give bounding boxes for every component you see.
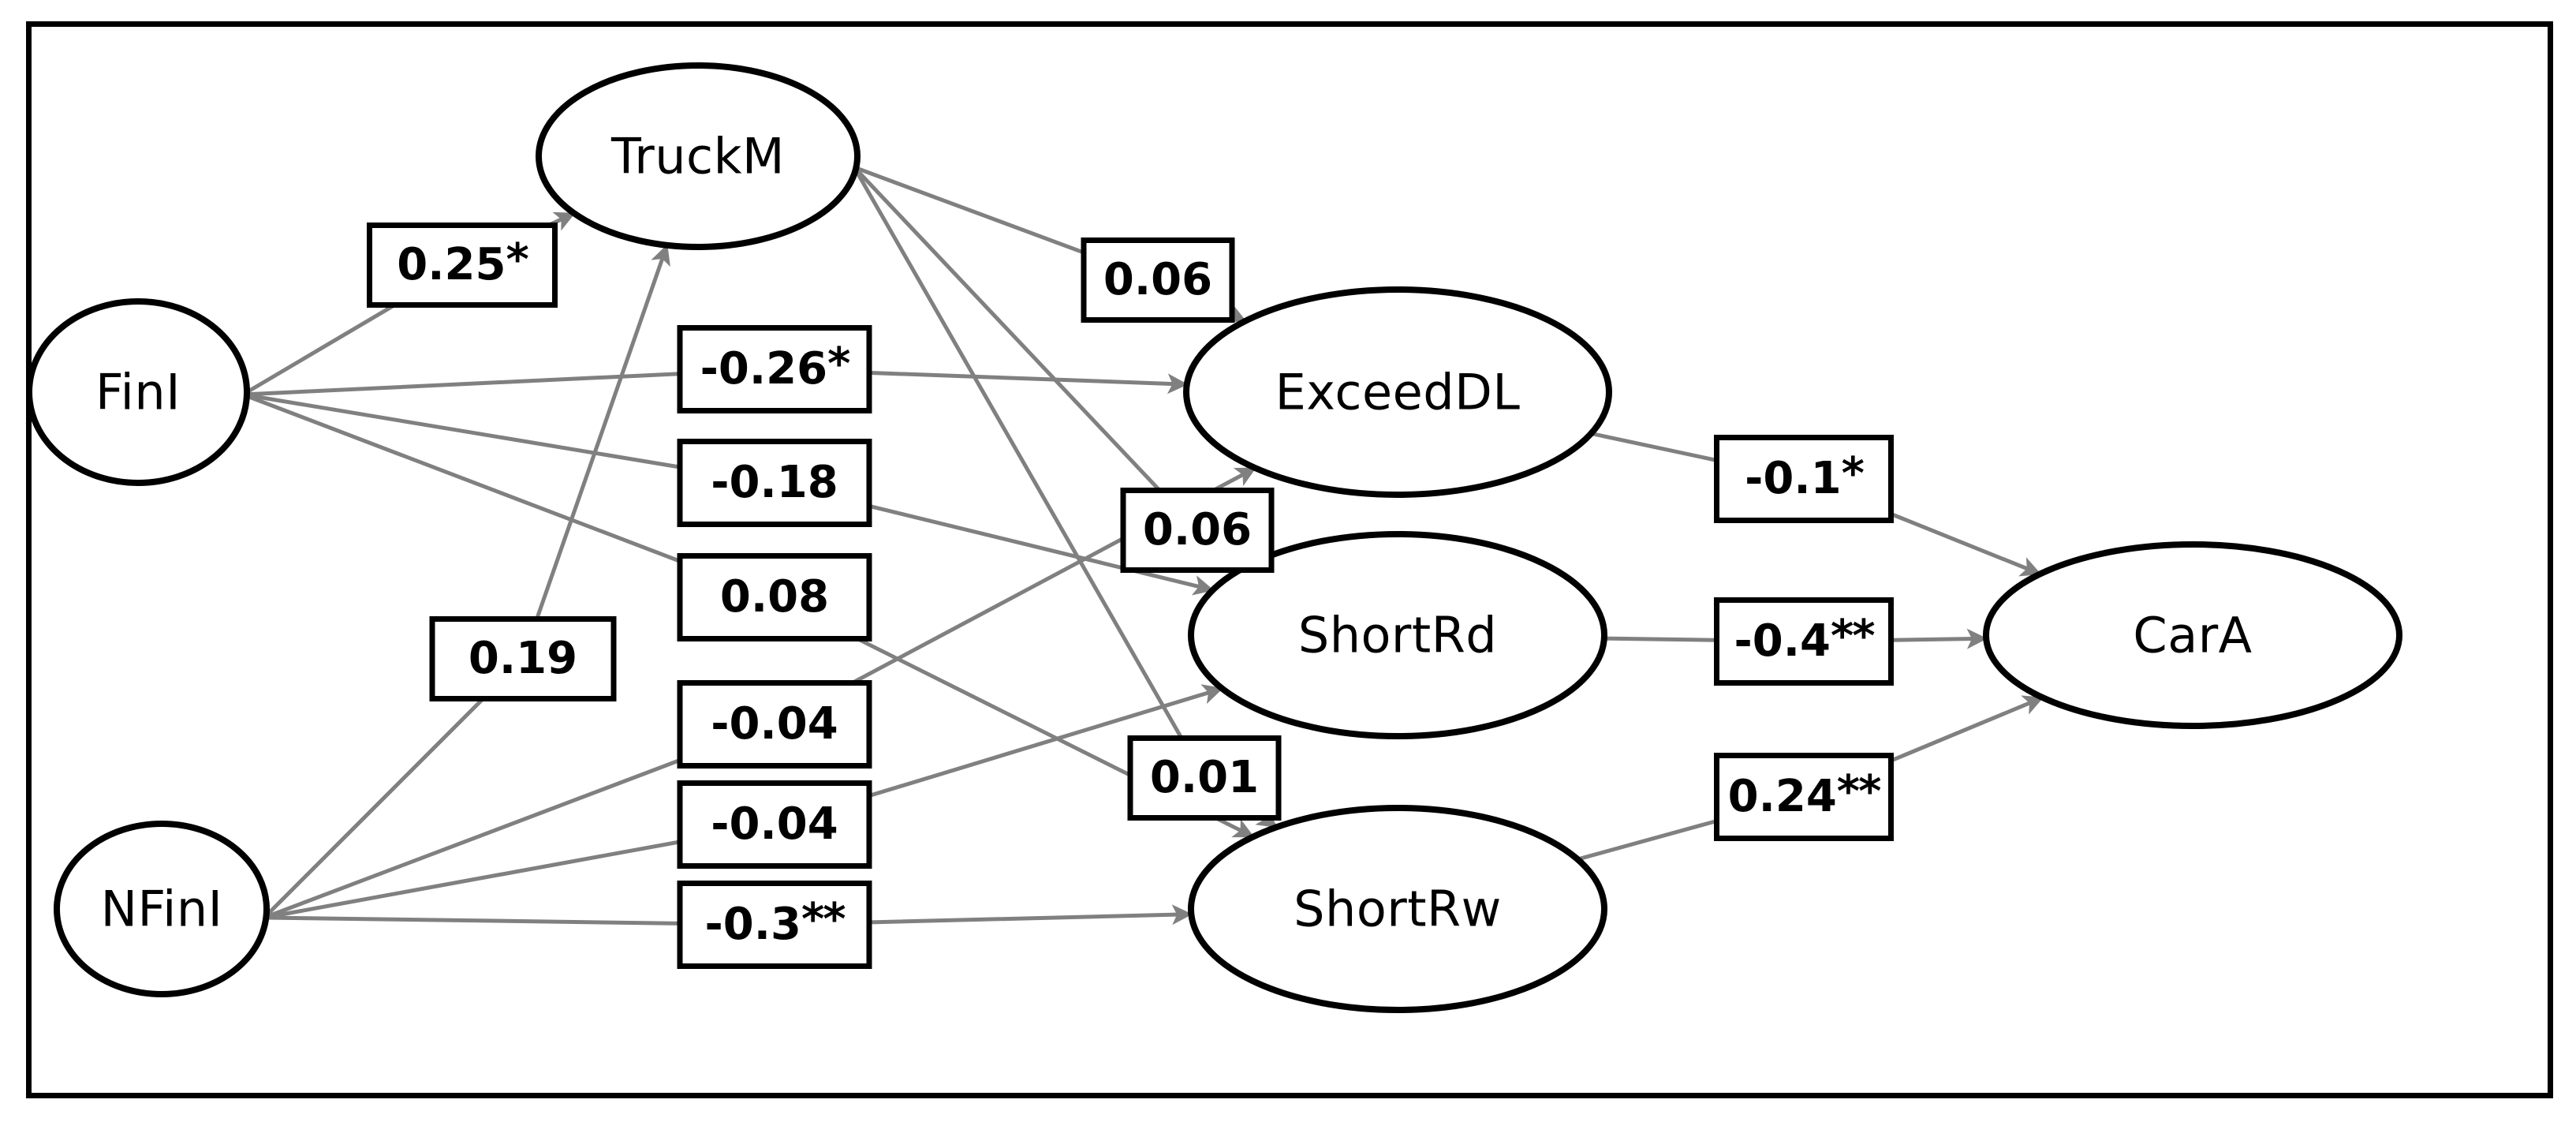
coefficient-value: 0.19 xyxy=(468,633,578,684)
node-ellipse-cara[interactable] xyxy=(1983,541,2402,729)
coefficient-value: -0.1 xyxy=(1745,453,1842,504)
coefficient-value: -0.18 xyxy=(711,457,838,508)
node-ellipse-fini[interactable] xyxy=(26,298,250,486)
coefficient-value: -0.04 xyxy=(711,698,838,750)
coefficient-box-finI-exceedDL[interactable]: -0.26* xyxy=(677,325,872,413)
node-ellipse-exceeddl[interactable] xyxy=(1183,286,1612,498)
coefficient-box-shortRd-carA[interactable]: -0.4** xyxy=(1714,597,1894,686)
coefficient-value: -0.04 xyxy=(711,798,838,850)
node-ellipse-truckm[interactable] xyxy=(536,62,861,250)
coefficient-box-truckM-shortRw[interactable]: 0.01 xyxy=(1127,735,1282,821)
coefficient-box-truckM-shortRd[interactable]: 0.06 xyxy=(1120,488,1275,573)
coefficient-box-nfinI-truckM[interactable]: 0.19 xyxy=(429,616,617,701)
coefficient-value: 0.01 xyxy=(1149,752,1260,803)
coefficient-value: 0.06 xyxy=(1142,504,1253,555)
coefficient-box-finI-shortRw[interactable]: 0.08 xyxy=(677,553,872,641)
coefficient-value: 0.24 xyxy=(1727,771,1837,822)
coefficient-value: -0.4 xyxy=(1734,615,1831,667)
coefficient-box-truckM-exceedDL[interactable]: 0.06 xyxy=(1081,237,1235,323)
coefficient-box-nfinI-shortRw[interactable]: -0.3** xyxy=(677,881,872,969)
coefficient-value: 0.06 xyxy=(1103,254,1213,305)
coefficient-value: -0.3 xyxy=(704,899,801,950)
node-ellipse-shortrd[interactable] xyxy=(1188,531,1607,739)
coefficient-value: -0.26 xyxy=(700,343,828,395)
coefficient-box-shortRw-carA[interactable]: 0.24** xyxy=(1714,753,1894,841)
nodes-layer xyxy=(26,62,2402,1013)
coefficient-box-nfinI-shortRd[interactable]: -0.04 xyxy=(677,780,872,869)
coefficient-value: 0.25 xyxy=(397,239,506,290)
coefficient-box-nfinI-exceedDL[interactable]: -0.04 xyxy=(677,680,872,769)
coefficient-box-finI-shortRd[interactable]: -0.18 xyxy=(677,439,872,527)
node-ellipse-nfini[interactable] xyxy=(54,821,270,997)
coefficient-box-finI-truckM[interactable]: 0.25* xyxy=(367,223,558,308)
node-ellipse-shortrw[interactable] xyxy=(1188,805,1607,1013)
diagram-frame xyxy=(26,21,2553,1098)
coefficient-value: 0.08 xyxy=(719,571,830,623)
coefficient-box-exceedDL-carA[interactable]: -0.1* xyxy=(1714,435,1894,523)
